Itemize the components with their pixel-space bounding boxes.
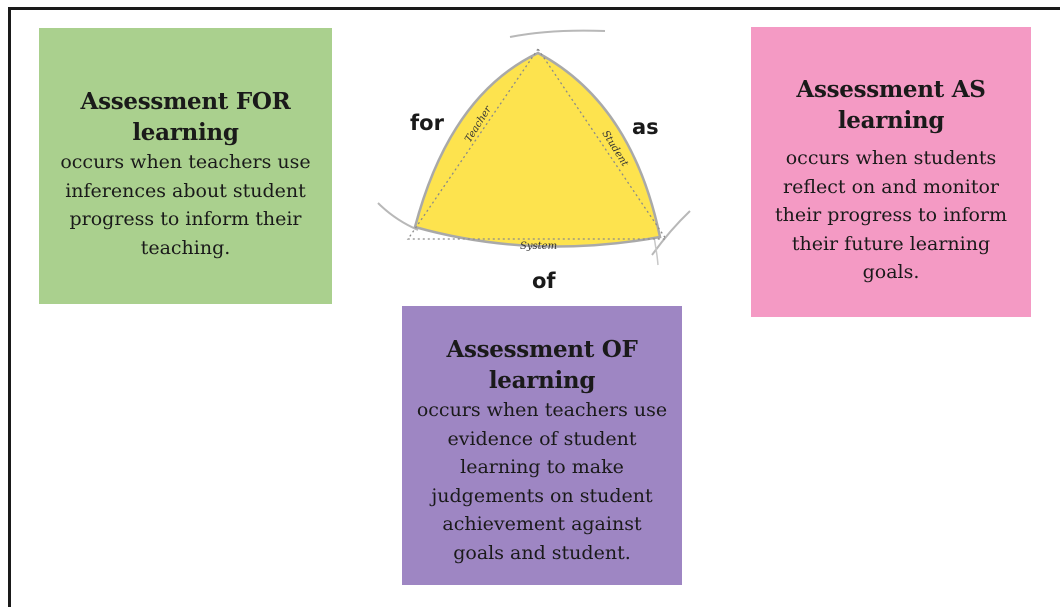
assessment-of-title: Assessment OF learning [446, 336, 638, 394]
assessment-as-title: Assessment AS learning [796, 76, 986, 134]
corner-label-of: of [532, 269, 556, 293]
slide-frame [8, 7, 1060, 607]
sketch-stroke-top [509, 29, 606, 38]
assessment-as-description: occurs when students reflect on and moni… [774, 147, 1008, 283]
corner-label-for: for [410, 111, 444, 135]
sketch-stroke-left [377, 202, 419, 231]
assessment-as-learning-box: Assessment AS learning occurs when stude… [751, 27, 1031, 317]
assessment-for-title: Assessment FOR learning [80, 88, 291, 146]
assessment-for-learning-box: Assessment FOR learning occurs when teac… [39, 28, 332, 304]
corner-label-as: as [632, 115, 659, 139]
dotted-inner-triangle [406, 47, 668, 240]
triangle-graphic: Teacher Student System [377, 29, 691, 266]
assessment-of-description: occurs when teachers use evidence of stu… [416, 399, 668, 564]
triangle-shape [413, 51, 662, 248]
reuleaux-triangle-diagram: Teacher Student System for as of [370, 25, 700, 305]
assessment-of-learning-box: Assessment OF learning occurs when teach… [402, 306, 682, 585]
sketch-stroke-right [651, 210, 691, 256]
side-label-system: System [520, 241, 557, 252]
assessment-for-description: occurs when teachers use inferences abou… [60, 151, 311, 259]
